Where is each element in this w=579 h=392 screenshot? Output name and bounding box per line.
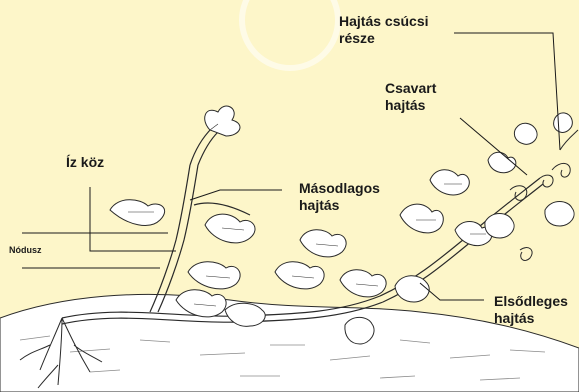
leader-apex — [454, 33, 560, 150]
label-primary-shoot: Elsődleges hajtás — [494, 293, 568, 327]
label-node: Nódusz — [9, 245, 42, 256]
watermark-circle — [242, 0, 338, 68]
label-shoot-apex: Hajtás csúcsi része — [339, 13, 429, 47]
leaf — [300, 230, 346, 257]
leaf — [545, 202, 574, 227]
soil-mound — [0, 294, 579, 392]
leaf — [345, 317, 374, 344]
leaf — [188, 262, 240, 289]
leaf — [275, 262, 324, 289]
leader-primary — [420, 283, 484, 300]
leaf — [395, 276, 429, 302]
label-twining-shoot: Csavart hajtás — [385, 80, 436, 114]
label-secondary-shoot: Másodlagos hajtás — [299, 180, 380, 214]
leaf — [205, 106, 240, 136]
label-internode: Íz köz — [66, 154, 104, 171]
tendrils — [510, 130, 578, 260]
leaf — [485, 214, 514, 239]
leaf — [110, 200, 165, 226]
leaf — [400, 204, 443, 233]
leaf — [340, 270, 386, 297]
leader-secondary — [190, 190, 282, 200]
leaf — [554, 113, 573, 132]
leaf — [430, 170, 469, 195]
leaf — [514, 123, 537, 144]
